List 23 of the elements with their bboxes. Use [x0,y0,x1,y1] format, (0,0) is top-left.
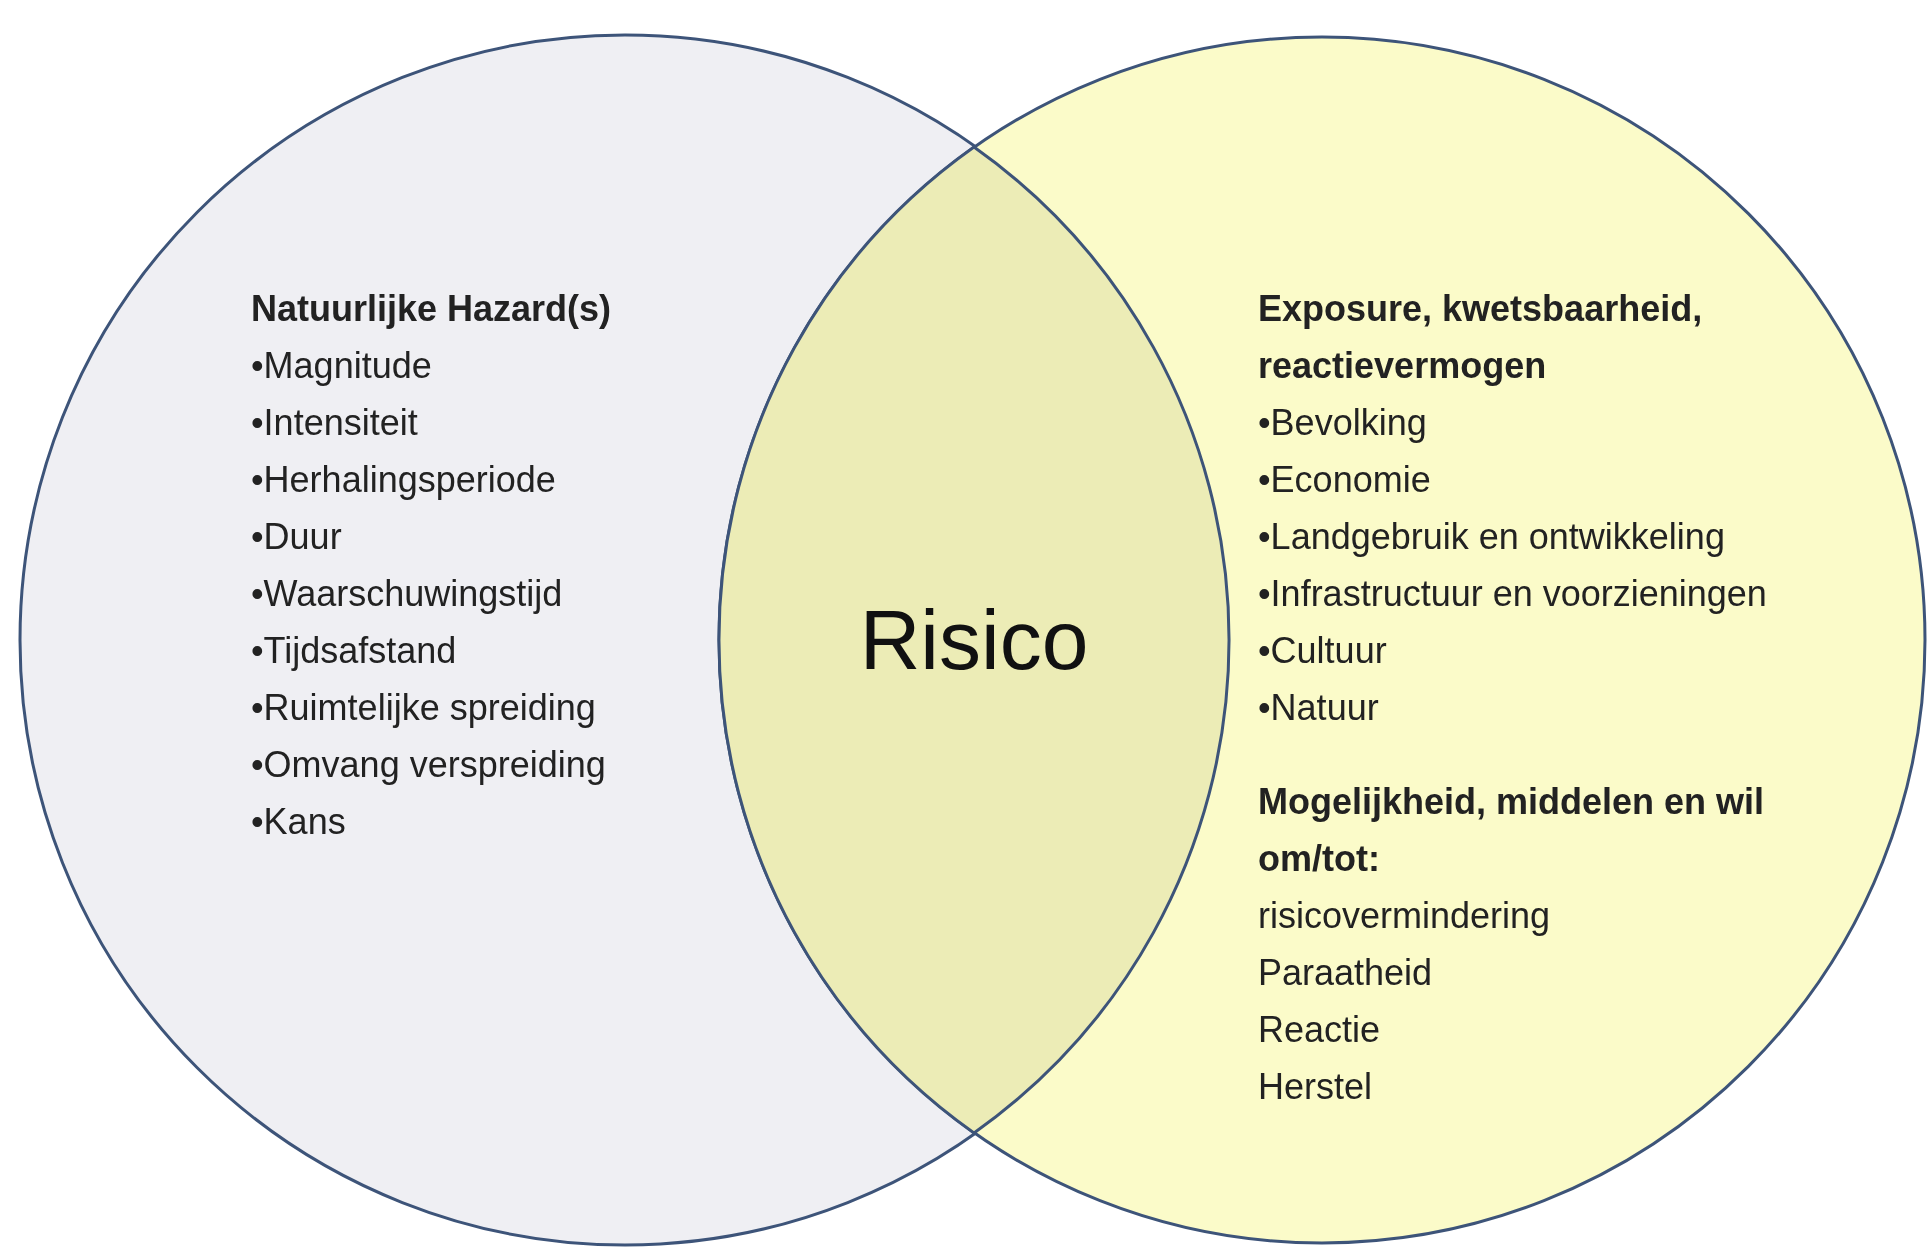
list-item: •Ruimtelijke spreiding [251,686,596,730]
heading: Natuurlijke Hazard(s) [251,287,613,331]
list-item: •Landgebruik en ontwikkeling [1258,515,1725,559]
list-item: •Infrastructuur en voorzieningen [1258,572,1767,616]
list-item: Reactie [1258,1008,1381,1052]
list-item: •Natuur [1258,686,1379,730]
list-item: •Magnitude [251,344,432,388]
list-item: •Kans [251,800,346,844]
list-item: •Intensiteit [251,401,418,445]
list-item: •Economie [1258,458,1431,502]
list-item: Herstel [1258,1065,1373,1109]
list-item: •Herhalingsperiode [251,458,556,502]
heading: Exposure, kwetsbaarheid, reactievermogen [1258,287,1704,388]
list-item: Paraatheid [1258,951,1433,995]
list-item: •Waarschuwingstijd [251,572,563,616]
list-item: •Omvang verspreiding [251,743,606,787]
list-item: •Duur [251,515,342,559]
center-label: Risico [859,591,1089,689]
list-item: risicovermindering [1258,894,1551,938]
list-item: •Bevolking [1258,401,1427,445]
list-item: •Tijdsafstand [251,629,457,673]
heading: Mogelijkheid, middelen en wil om/tot: [1258,780,1766,881]
list-item: •Cultuur [1258,629,1387,673]
